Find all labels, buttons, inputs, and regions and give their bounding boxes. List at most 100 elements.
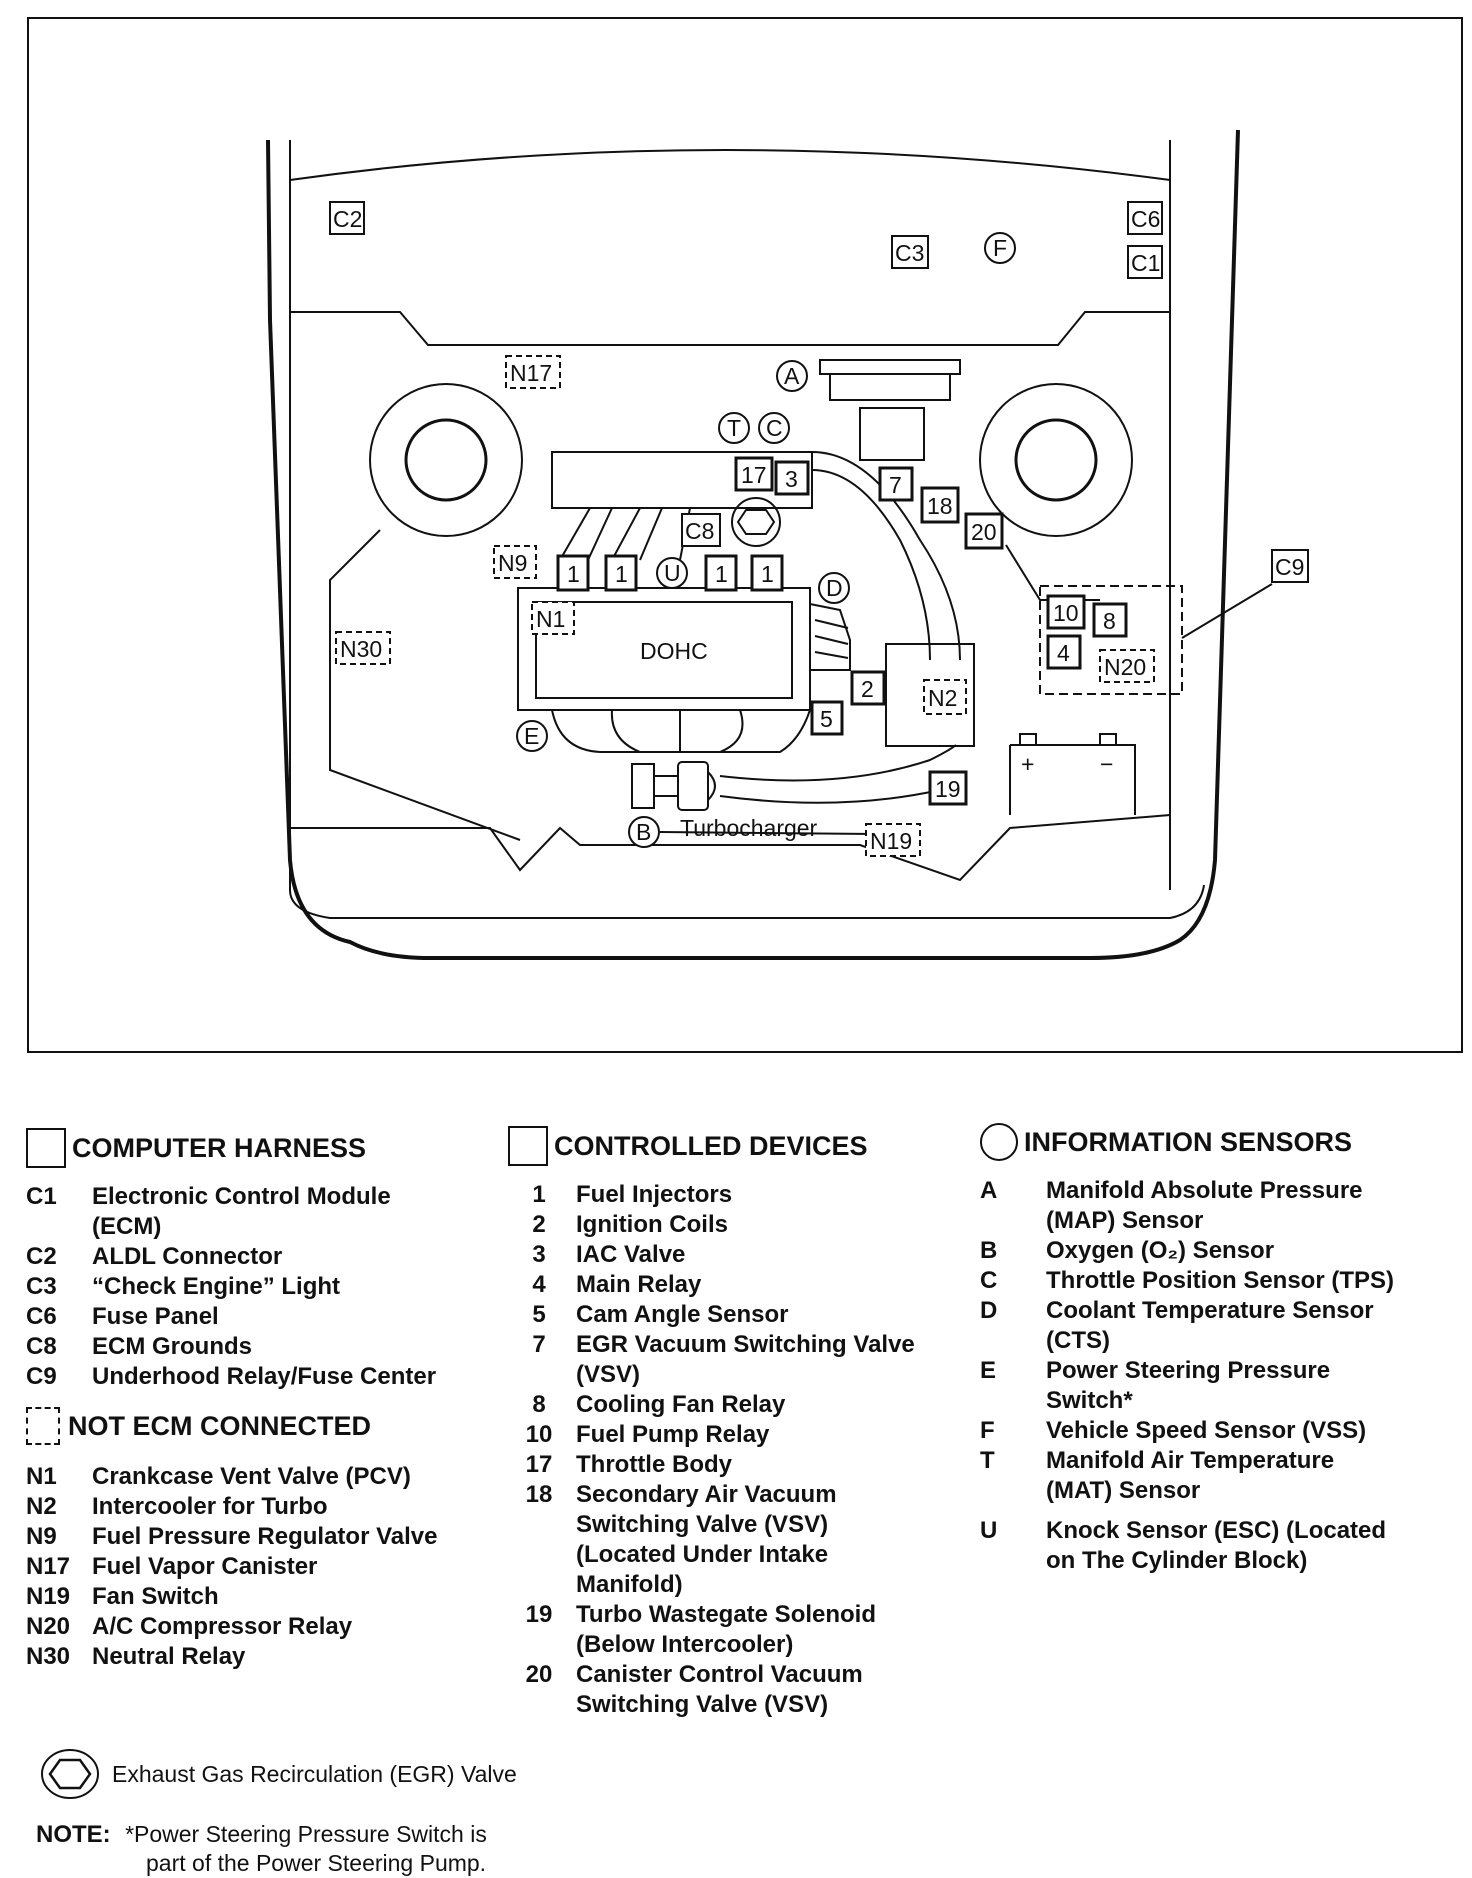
marker-1c: 1 (704, 554, 738, 592)
marker-c1: C1 (1127, 245, 1163, 279)
legend-description: Fuel Pressure Regulator Valve (92, 1523, 438, 1550)
circle-symbol-icon (980, 1123, 1018, 1161)
legend-code: 17 (525, 1451, 553, 1478)
note-line-2: part of the Power Steering Pump. (146, 1850, 487, 1876)
marker-c9: C9 (1271, 549, 1309, 583)
svg-text:17: 17 (741, 462, 767, 488)
controlled-device-markers: 17 3 7 18 20 1 1 1 1 10 8 4 2 5 19 (556, 456, 1128, 806)
intake-runners (559, 507, 691, 561)
marker-19: 19 (928, 770, 968, 806)
marker-17: 17 (734, 456, 774, 492)
right-apron-line (1005, 544, 1100, 601)
svg-text:1: 1 (615, 561, 628, 587)
marker-f: F (984, 232, 1016, 264)
legend-description: Neutral Relay (92, 1643, 246, 1670)
marker-8: 8 (1092, 602, 1128, 638)
sensor-markers: A T C F U D E B (516, 232, 1016, 848)
legend-description: Coolant Temperature Sensor (CTS) (1046, 1297, 1374, 1354)
legend-entry: C3“Check Engine” Light (26, 1272, 496, 1302)
information-sensors-heading: INFORMATION SENSORS (980, 1122, 1450, 1162)
svg-text:7: 7 (889, 472, 902, 498)
svg-text:A: A (784, 363, 800, 389)
intake-hose (811, 451, 961, 661)
marker-c2: C2 (329, 201, 365, 235)
legend-code: 19 (525, 1601, 553, 1628)
marker-7: 7 (878, 466, 914, 502)
marker-u: U (656, 557, 688, 589)
svg-text:N9: N9 (498, 550, 527, 576)
legend-description: EGR Vacuum Switching Valve (VSV) (576, 1331, 915, 1388)
svg-text:1: 1 (567, 561, 580, 587)
legend-description: A/C Compressor Relay (92, 1613, 353, 1640)
svg-text:N19: N19 (870, 828, 912, 854)
engine-label: DOHC (640, 638, 708, 664)
legend-code: N19 (26, 1583, 71, 1610)
legend-code: T (980, 1447, 995, 1474)
legend-description: Fuel Vapor Canister (92, 1553, 318, 1580)
egr-legend: Exhaust Gas Recirculation (EGR) Valve (40, 1748, 517, 1800)
svg-text:C3: C3 (895, 240, 924, 266)
svg-text:D: D (826, 575, 843, 601)
svg-text:C8: C8 (685, 518, 714, 544)
legend-description: Vehicle Speed Sensor (VSS) (1046, 1417, 1367, 1444)
legend-code: 10 (525, 1421, 553, 1448)
turbo-outlet (707, 771, 716, 801)
map-sensor-body (819, 359, 961, 375)
note-line-1: *Power Steering Pressure Switch is (125, 1821, 487, 1847)
legend-code: 18 (525, 1481, 553, 1508)
legend-description: Fuel Pump Relay (576, 1421, 770, 1448)
marker-c: C (758, 412, 790, 444)
engine-cover (535, 601, 793, 699)
left-strut-inner (404, 418, 488, 502)
turbo-compressor (677, 761, 709, 811)
legend-description: Electronic Control Module (ECM) (92, 1183, 391, 1240)
map-sensor-base (829, 373, 951, 401)
legend-entry: 10 Fuel Pump Relay (508, 1420, 978, 1450)
legend-code: 7 (532, 1331, 546, 1358)
legend-description: Turbo Wastegate Solenoid (Below Intercoo… (576, 1601, 877, 1658)
legend-code: 5 (532, 1301, 546, 1328)
vehicle-body-outline (266, 129, 1240, 960)
legend-code: C3 (26, 1273, 57, 1300)
svg-text:C9: C9 (1275, 554, 1304, 580)
legend-description: Throttle Body (576, 1451, 732, 1478)
marker-n1: N1 (531, 601, 575, 635)
square-symbol-icon (508, 1126, 548, 1166)
svg-text:10: 10 (1053, 600, 1079, 626)
svg-text:1: 1 (715, 561, 728, 587)
marker-18: 18 (920, 486, 960, 524)
not-ecm-heading: NOT ECM CONNECTED (26, 1406, 496, 1446)
computer-harness-markers: C2 C3 C6 C1 C8 C9 (329, 201, 1309, 583)
cowl-curve (289, 149, 1171, 181)
egr-valve-icon (40, 1748, 104, 1800)
svg-text:F: F (993, 235, 1007, 261)
egr-valve-hexagon (736, 509, 776, 535)
legend-description: Fan Switch (92, 1583, 219, 1610)
svg-text:B: B (636, 819, 651, 845)
turbo-shaft (653, 775, 679, 797)
svg-text:2: 2 (861, 676, 874, 702)
legend-description: Power Steering Pressure Switch* (1046, 1357, 1331, 1414)
battery-minus-sign: − (1100, 751, 1113, 777)
legend-entry: 19 Turbo Wastegate Solenoid (Below Interc… (508, 1600, 978, 1660)
marker-a: A (776, 360, 808, 392)
legend-description: Intercooler for Turbo (92, 1493, 328, 1520)
note-label: NOTE: (36, 1821, 111, 1848)
legend-code: 3 (532, 1241, 546, 1268)
marker-20: 20 (964, 512, 1004, 550)
